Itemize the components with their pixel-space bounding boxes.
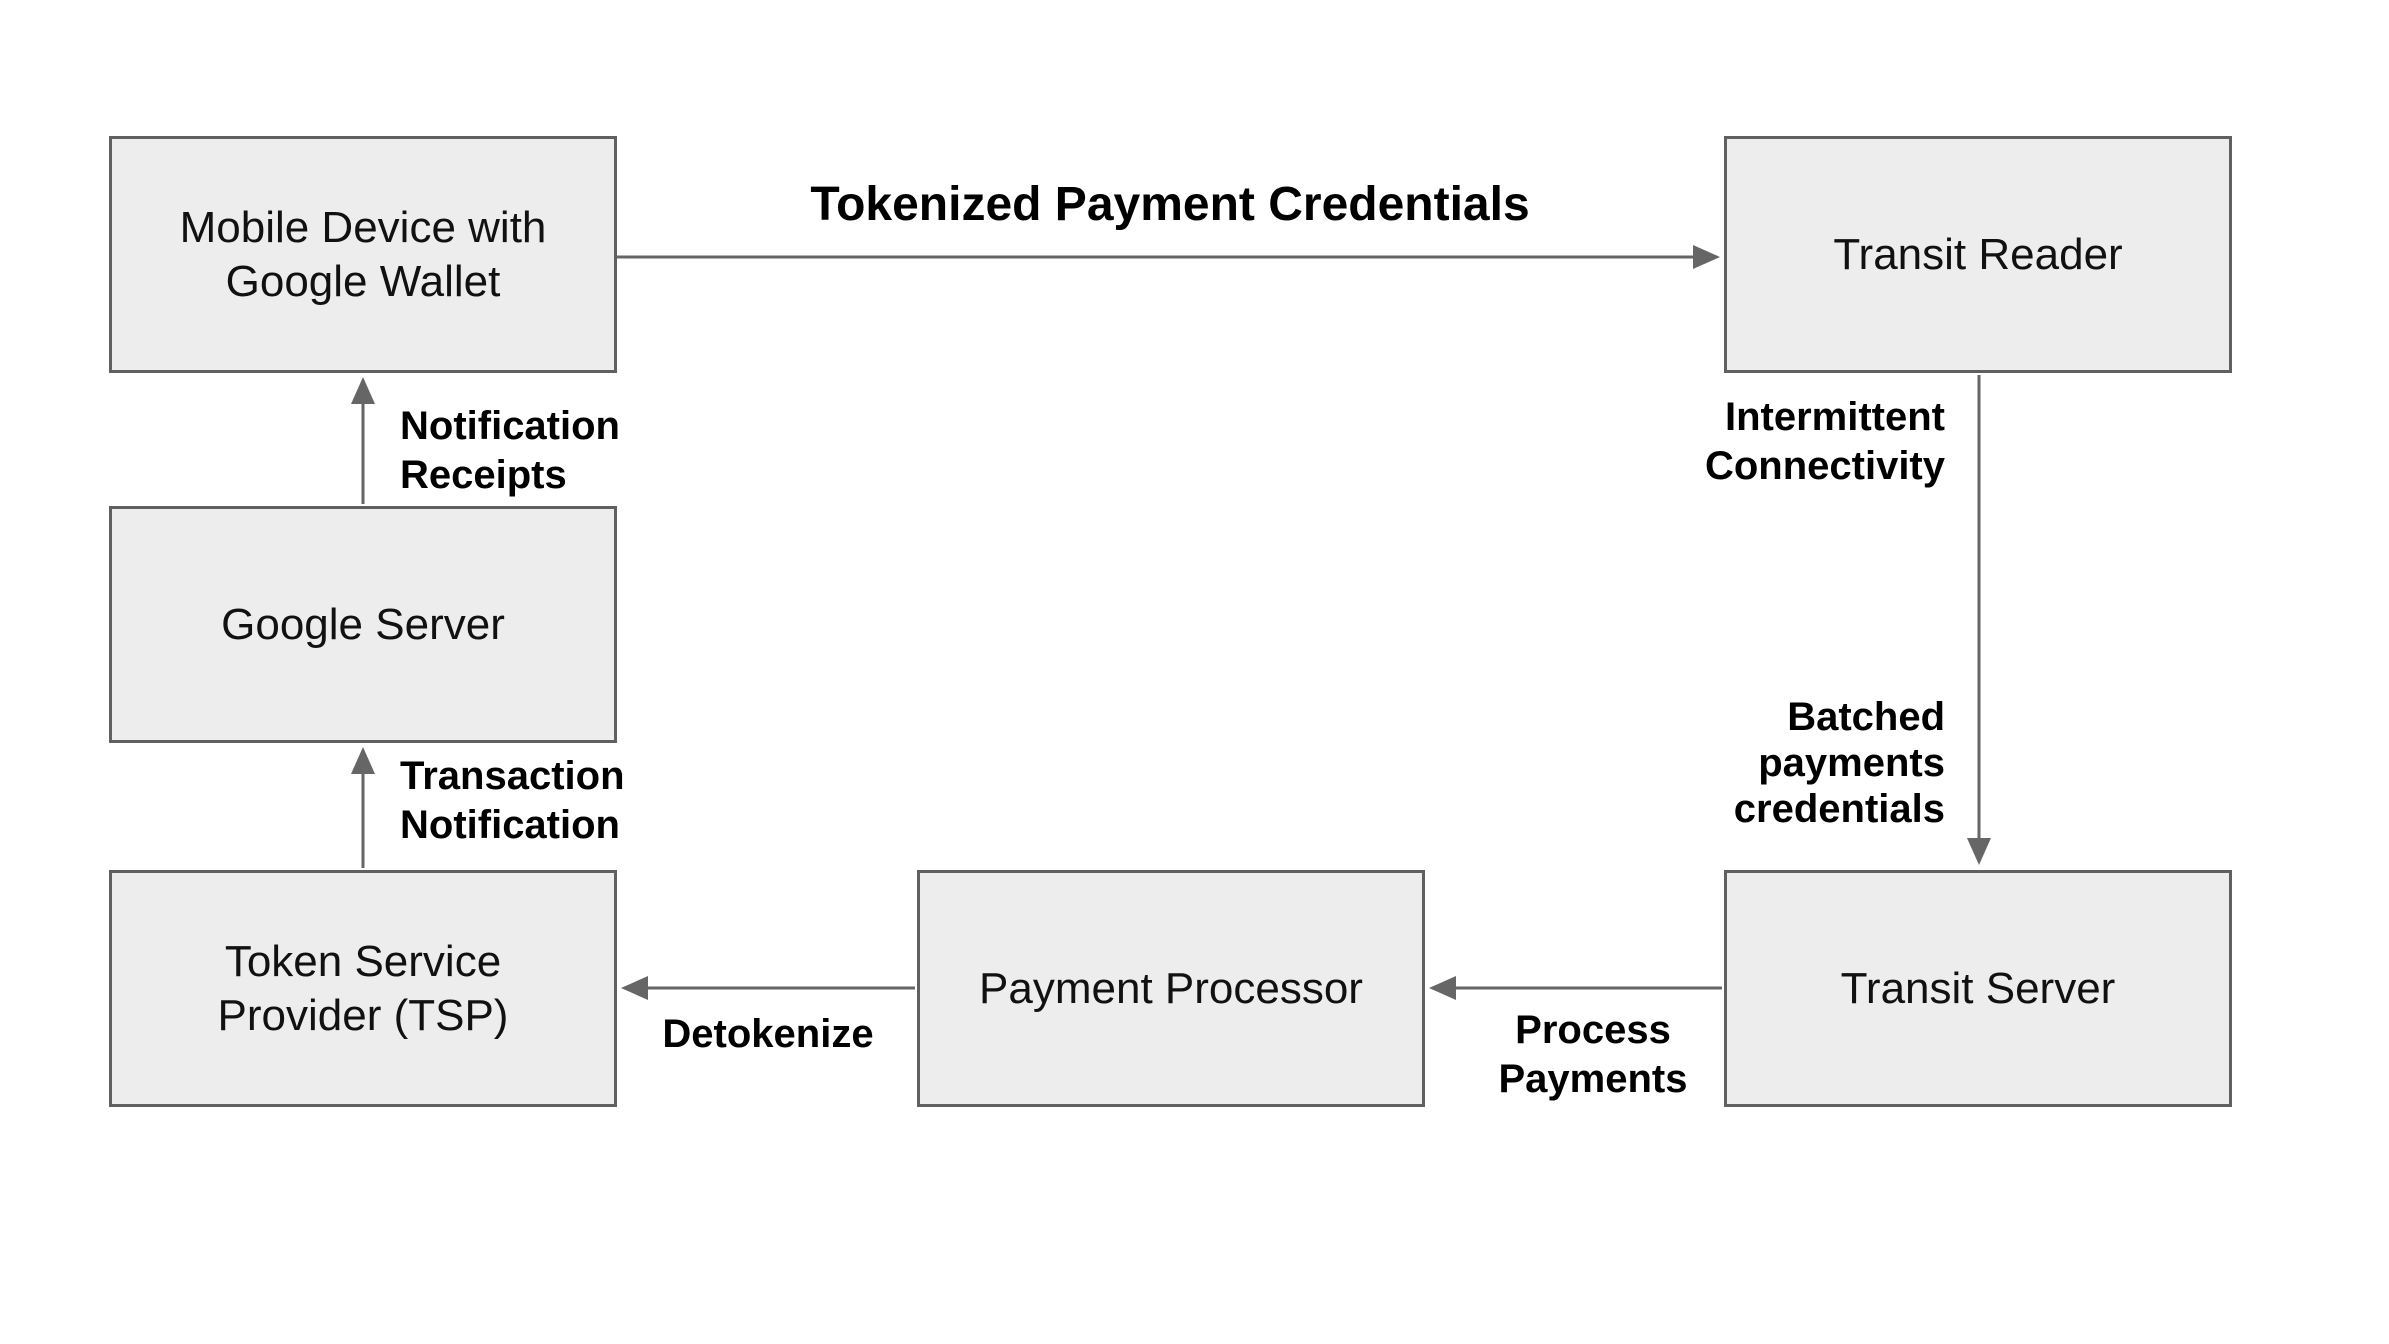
node-google-server: Google Server bbox=[109, 506, 617, 743]
node-payment-processor: Payment Processor bbox=[917, 870, 1425, 1107]
node-transit-reader: Transit Reader bbox=[1724, 136, 2232, 373]
edge-label-detokenize: Detokenize bbox=[662, 1012, 874, 1056]
node-transit-server: Transit Server bbox=[1724, 870, 2232, 1107]
node-mobile-device-google-wallet: Mobile Device with Google Wallet bbox=[109, 136, 617, 373]
edge-label-batched-payments-credentials: Batched payments credentials bbox=[1733, 695, 1945, 831]
edge-label-intermittent-connectivity: Intermittent Connectivity bbox=[1704, 395, 1945, 488]
edge-label-process-payments: Process Payments bbox=[1498, 1008, 1688, 1101]
node-token-service-provider: Token Service Provider (TSP) bbox=[109, 870, 617, 1107]
edge-label-transaction-notification: Transaction Notification bbox=[400, 754, 625, 847]
edge-label-tokenized-payment-credentials: Tokenized Payment Credentials bbox=[810, 178, 1530, 231]
edge-label-notification-receipts: Notification Receipts bbox=[400, 404, 620, 497]
